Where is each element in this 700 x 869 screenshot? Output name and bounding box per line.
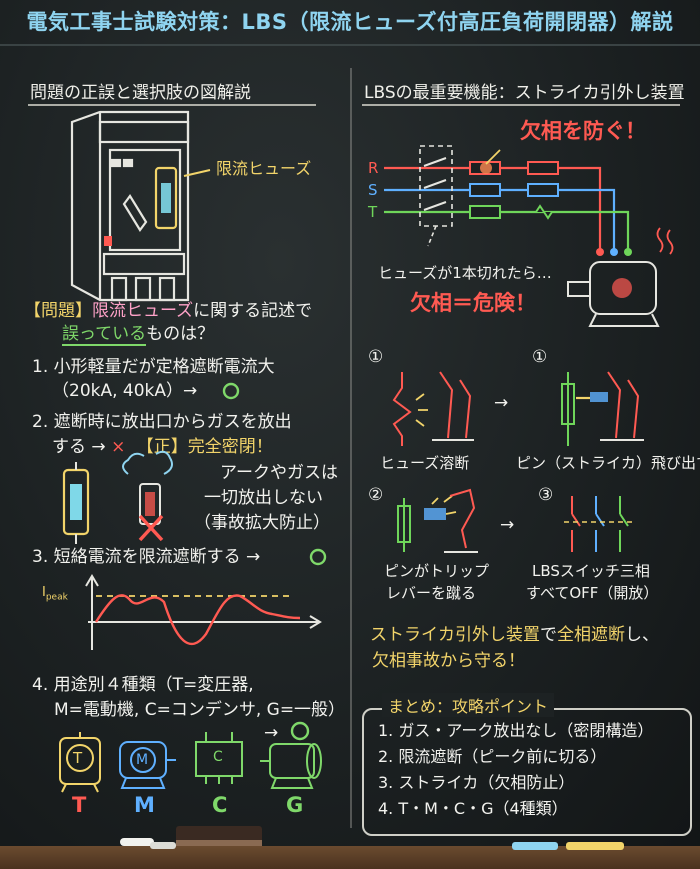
right-heading-underline [362, 104, 680, 106]
generator-icon [260, 743, 322, 789]
option-2-line2: する → [52, 437, 106, 457]
icon-inner-m: M [136, 752, 149, 768]
icon-letter-c: C [212, 793, 228, 817]
transformer-icon [59, 732, 101, 793]
fuse-blown-text: ヒューズが1本切れたら… [378, 264, 552, 282]
left-heading-underline [28, 104, 316, 106]
icon-inner-c: C [213, 749, 223, 765]
chalk-ledge [0, 846, 700, 869]
option-2-correct: 【正】完全密閉！ [136, 437, 273, 457]
conclusion-all-phase: 全相遮断 [557, 625, 625, 645]
question-keyword: 限流ヒューズ [92, 301, 194, 321]
step-arrow-1: → [494, 393, 509, 413]
icon-letter-m: M [134, 793, 155, 817]
step-2-label-line2: レバーを蹴る [386, 584, 477, 602]
option-4-arrow: → [264, 723, 279, 743]
icon-letter-t: T [72, 793, 87, 817]
summary-item-4: 4. T・M・C・G（4種類） [378, 799, 568, 818]
icon-inner-t: T [73, 749, 83, 767]
option-2-note1: アークやガスは [220, 463, 338, 483]
option-1-line2: （20kA, 40kA）→ [52, 381, 198, 401]
option-2-note2: 一切放出しない [204, 488, 323, 508]
option-2-line1: 2. 遮断時に放出口からガスを放出 [32, 412, 292, 432]
step-1-number: ① [368, 347, 384, 367]
capacitor-icon [195, 732, 243, 784]
summary-title: まとめ：攻略ポイント [382, 693, 555, 717]
fuse-label: 限流ヒューズ [216, 159, 312, 178]
option-2-note3: （事故拡大防止） [194, 513, 330, 533]
motor-icon [119, 741, 176, 789]
question-end: ものは？ [146, 324, 215, 344]
phase-label-t: T [368, 203, 378, 221]
step-1-label: ヒューズ溶断 [380, 454, 470, 472]
question-rest: に関する記述で [193, 301, 313, 321]
ipeak-subscript: peak [45, 592, 68, 603]
page-title: 電気工事士試験対策：LBS（限流ヒューズ付高圧負荷開閉器）解説 [0, 0, 700, 46]
conclusion-line2: 欠相事故から守る！ [372, 651, 525, 671]
phase-label-s: S [368, 181, 378, 199]
step-3-number: ③ [538, 485, 554, 505]
option-4-line1: 4. 用途別４種類（T=変圧器, [32, 675, 254, 695]
option-3: 3. 短絡電流を限流遮断する → [32, 547, 261, 567]
right-heading: LBSの最重要機能：ストライカ引外し装置 [364, 83, 685, 103]
step-2-label-line1: ピンがトリップ [384, 562, 490, 580]
step-2-number: ② [368, 485, 384, 505]
conclusion-shi: し、 [625, 625, 659, 645]
ipeak-label: I [42, 585, 46, 600]
question-emphasis: 誤っている [62, 324, 147, 346]
prevent-phase-loss: 欠相を防ぐ！ [520, 119, 646, 143]
step-3-label-line2: すべてOFF（開放） [526, 584, 659, 602]
step-arrow-2: → [500, 515, 515, 535]
summary-item-1: 1. ガス・アーク放出なし（密閉構造） [378, 721, 654, 740]
option-4-line2: M=電動機, C=コンデンサ, G=一般） [54, 700, 346, 720]
question-prefix: 【問題】 [24, 301, 92, 321]
column-divider [350, 68, 352, 828]
phase-label-r: R [368, 159, 379, 177]
left-heading: 問題の正誤と選択肢の図解説 [30, 83, 251, 103]
option-1-line1: 1. 小形軽量だが定格遮断電流大 [32, 357, 275, 377]
summary-item-2: 2. 限流遮断（ピーク前に切る） [378, 747, 607, 766]
icon-letter-g: G [286, 793, 304, 817]
step-3-label-line1: LBSスイッチ三相 [532, 562, 650, 580]
step-1b-label: ピン（ストライカ）飛び出す [516, 454, 700, 472]
conclusion-de: で [540, 625, 557, 645]
summary-item-3: 3. ストライカ（欠相防止） [378, 773, 575, 792]
phase-loss-danger: 欠相＝危険！ [410, 291, 536, 315]
conclusion-striker: ストライカ引外し装置 [370, 625, 540, 645]
step-1b-number: ① [532, 347, 548, 367]
option-2-cross: × [111, 437, 126, 457]
